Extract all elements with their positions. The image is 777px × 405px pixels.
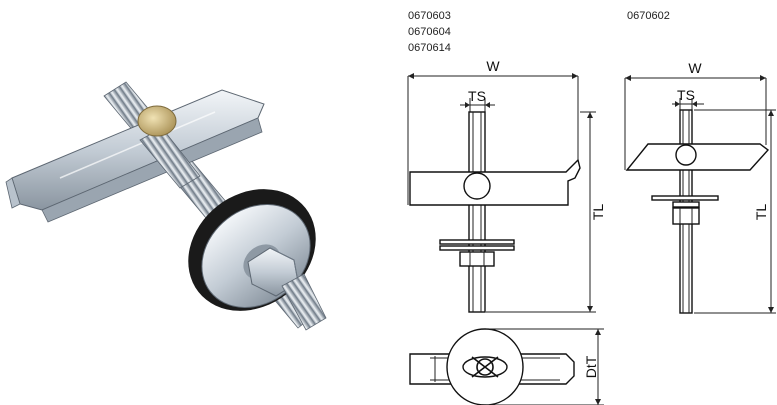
article-code: 0670604: [408, 26, 451, 38]
article-code: 0670603: [408, 10, 451, 22]
rivet: [137, 105, 177, 137]
product-illustration: [5, 81, 327, 331]
drawing-bottom: DtT: [409, 328, 604, 405]
drawing-left: 0670603 0670604 0670614 W TS: [407, 10, 606, 313]
dim-tl-label: TL: [590, 204, 606, 221]
toggle-channel: [5, 89, 265, 223]
article-code: 0670602: [627, 10, 670, 22]
drawing-right: 0670602 W TS TL: [624, 10, 776, 314]
article-code: 0670614: [408, 42, 451, 54]
dim-tl-label: TL: [753, 204, 769, 221]
dim-ts-label: TS: [677, 87, 695, 103]
dim-dtt-label: DtT: [583, 355, 599, 378]
dim-w-label: W: [486, 58, 500, 74]
dim-ts-label: TS: [468, 88, 486, 104]
dim-w-label: W: [688, 60, 702, 76]
